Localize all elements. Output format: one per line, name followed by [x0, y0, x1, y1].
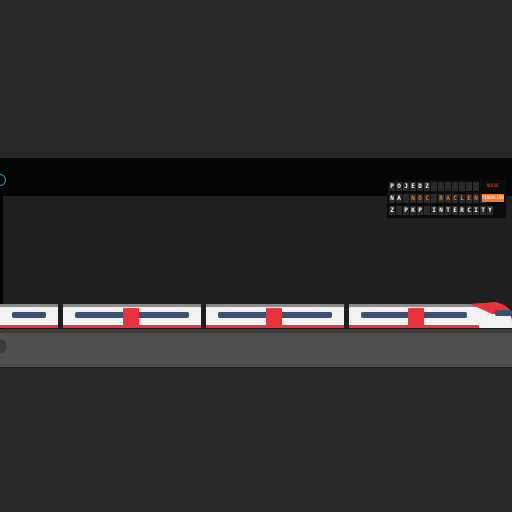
track-band [0, 333, 512, 367]
logo-small-text: NOCNI [486, 183, 500, 188]
board-cell: E [452, 206, 458, 215]
board-cell: R [459, 206, 465, 215]
train-roof [63, 304, 201, 307]
train-roof [0, 304, 58, 307]
board-cell: T [480, 206, 486, 215]
board-cell [403, 194, 409, 203]
train-roof [206, 304, 344, 307]
board-cell: Y [487, 206, 493, 215]
board-cell: E [466, 194, 472, 203]
board-cell [431, 182, 437, 191]
train-door [408, 308, 424, 328]
train-cab-window [495, 310, 512, 316]
board-cell [438, 182, 444, 191]
board-cell: N [438, 206, 444, 215]
board-cell: E [410, 182, 416, 191]
board-cell [466, 182, 472, 191]
train-door [266, 308, 282, 328]
board-cell: O [396, 182, 402, 191]
train-door [123, 308, 139, 328]
close-icon[interactable] [0, 339, 7, 353]
board-cell [445, 182, 451, 191]
train-illustration [0, 302, 512, 328]
board-cell [452, 182, 458, 191]
board-cell: N [473, 194, 479, 203]
board-cell: Z [389, 206, 395, 215]
board-cell [396, 206, 402, 215]
train-stripe [0, 325, 58, 328]
board-cell: P [389, 182, 395, 191]
board-cell: K [410, 206, 416, 215]
rail [0, 329, 512, 333]
board-cell: P [403, 206, 409, 215]
board-cell: N [410, 194, 416, 203]
board-cell: D [417, 182, 423, 191]
logo-badge: PENDOLINO [482, 194, 504, 202]
board-cell: I [431, 206, 437, 215]
board-cell: P [417, 206, 423, 215]
board-cell [431, 194, 437, 203]
board-cell: C [466, 206, 472, 215]
board-cell: N [389, 194, 395, 203]
brand-logo: NOCNI PENDOLINO [482, 182, 504, 204]
board-cell: T [445, 206, 451, 215]
board-cell: J [403, 182, 409, 191]
board-cell: A [445, 194, 451, 203]
board-cell: A [396, 194, 402, 203]
board-cell: O [417, 194, 423, 203]
board-cell: Z [424, 182, 430, 191]
banner-left-edge [0, 196, 3, 336]
board-cell: C [452, 194, 458, 203]
board-cell [473, 182, 479, 191]
board-cell: L [459, 194, 465, 203]
board-cell [459, 182, 465, 191]
board-cell: I [473, 206, 479, 215]
train-window [12, 312, 46, 318]
board-cell: C [424, 194, 430, 203]
train-roof [349, 304, 479, 307]
board-cell [424, 206, 430, 215]
board-cell: R [438, 194, 444, 203]
